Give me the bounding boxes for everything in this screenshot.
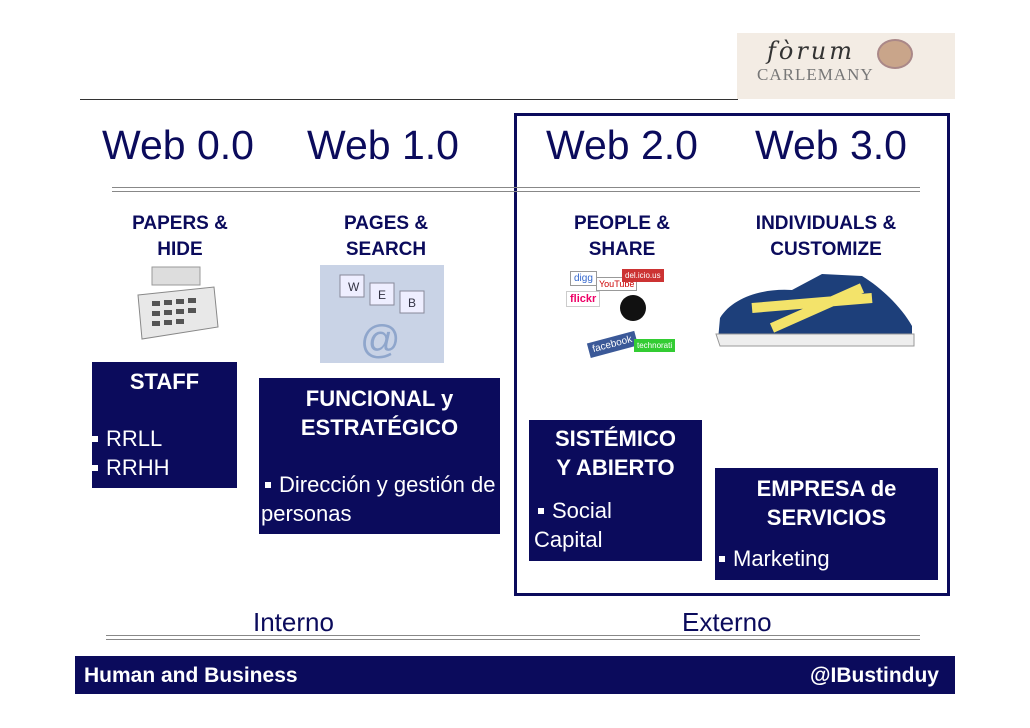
web-keys-image: W E B @ [320,265,444,363]
top-rule [80,99,738,100]
box-staff: STAFF RRLL RRHH [92,362,237,488]
subtitle-web-1: PAGES &SEARCH [343,213,429,260]
logo: fòrum CARLEMANY [737,33,955,99]
divider-bottom [106,635,920,640]
svg-text:E: E [378,288,386,302]
sneaker-image [715,274,915,347]
footer-bar: Human and Business @IBustinduy [75,656,955,694]
subtitle-web-2: PEOPLE &SHARE [573,213,671,260]
footer-left: Human and Business [84,664,298,687]
web2-web3-frame [514,113,950,596]
label-externo: Externo [682,607,772,637]
title-web-1: Web 1.0 [307,122,459,168]
svg-text:B: B [408,296,416,310]
label-interno: Interno [253,607,334,637]
subtitle-web-3: INDIVIDUALS &CUSTOMIZE [755,213,897,260]
divider-top [112,187,920,192]
title-web-2: Web 2.0 [546,122,698,168]
svg-text:@: @ [360,318,401,362]
social-logos-image: digg flickr facebook YouTube del.icio.us… [560,265,690,360]
box-empresa: EMPRESA de SERVICIOS Marketing [715,468,938,580]
box-funcional: FUNCIONAL y ESTRATÉGICO Dirección y gest… [259,378,500,534]
title-web-0: Web 0.0 [102,122,254,168]
title-web-3: Web 3.0 [755,122,907,168]
box-sistemico: SISTÉMICO Y ABIERTO Social Capital [529,420,702,561]
calculator-image [137,266,219,340]
svg-text:W: W [348,280,360,294]
subtitle-web-0: PAPERS &HIDE [132,213,228,260]
footer-right: @IBustinduy [810,664,939,687]
logo-emblem-icon [877,39,913,69]
